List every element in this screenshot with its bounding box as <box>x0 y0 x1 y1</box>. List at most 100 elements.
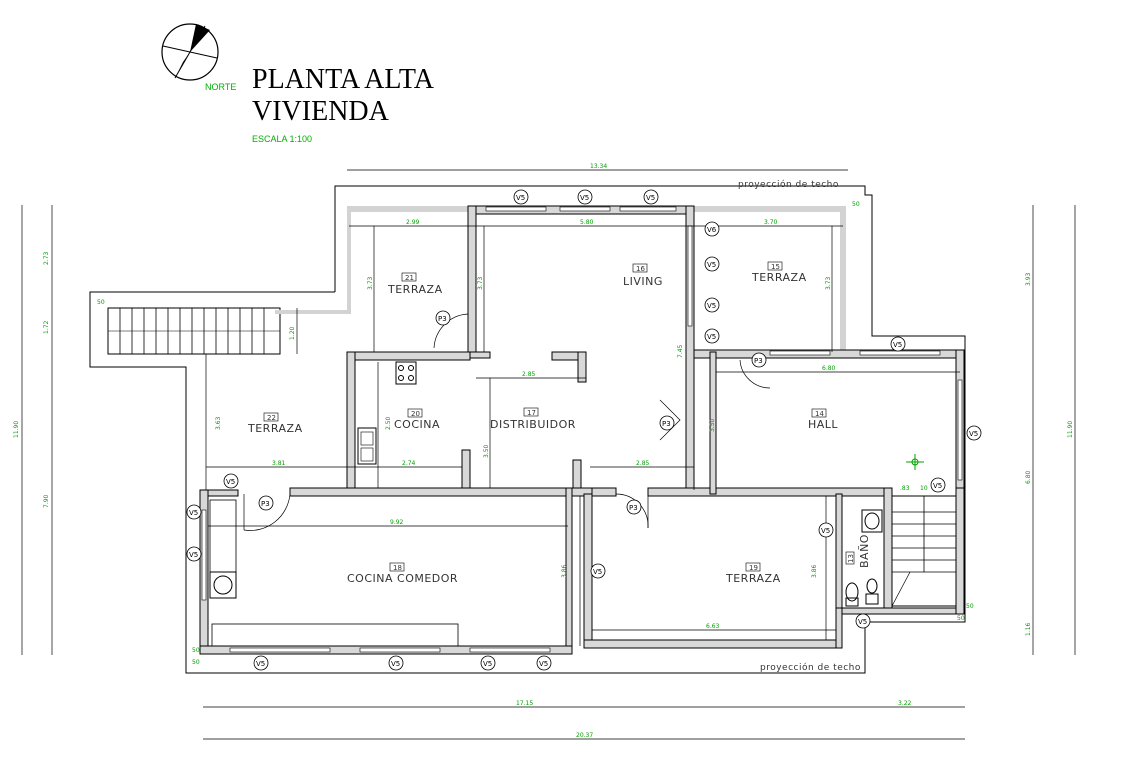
room-number: 15 <box>771 263 780 271</box>
roof-projection-label-top: proyección de techo <box>738 179 839 190</box>
tag-v5: V5 <box>580 194 589 202</box>
walls <box>199 205 965 655</box>
dim-bottom-left-offset-2: 50 <box>192 659 200 666</box>
tag-v5: V5 <box>189 509 198 517</box>
water-heater-icon <box>209 571 237 599</box>
parapet <box>686 206 846 212</box>
stairs-right <box>891 495 957 607</box>
dim-cocina-width: 2.74 <box>402 460 416 467</box>
doors <box>243 313 771 531</box>
dim-terraza-21-depth: 3.73 <box>367 276 374 290</box>
tag-v5: V5 <box>858 618 867 626</box>
room-label-terraza-19: TERRAZA <box>725 572 781 585</box>
room-label-distribuidor: DISTRIBUIDOR <box>490 418 576 431</box>
room-label-hall: HALL <box>808 418 838 431</box>
room-label-bano: BAÑO <box>858 534 871 568</box>
dim-living-depth: 3.73 <box>477 276 484 290</box>
room-label-cocina-comedor: COCINA COMEDOR <box>347 572 458 585</box>
tag-v5: V5 <box>893 341 902 349</box>
dim-right-393: 3.93 <box>1025 272 1032 286</box>
roof-projection-outline <box>89 185 966 674</box>
dim-hall-width: 6.80 <box>822 365 836 372</box>
dim-terraza-15-depth: 3.73 <box>825 276 832 290</box>
tag-v5: V5 <box>516 194 525 202</box>
room-number: 17 <box>527 409 536 417</box>
dim-bottom-left-offset: 50 <box>192 647 200 654</box>
room-number-boxes <box>263 261 855 572</box>
tag-v5: V5 <box>483 660 492 668</box>
dim-right-680: 6.80 <box>1025 470 1032 484</box>
dim-right-1190: 11.90 <box>1067 421 1074 438</box>
dim-bottom-main: 17.15 <box>516 700 533 707</box>
dim-terraza-19-depth: 3.86 <box>811 564 818 578</box>
tag-v5: V5 <box>256 660 265 668</box>
dim-cocina-comedor-depth: 3.86 <box>561 564 568 578</box>
dim-cocina-depth: 2.50 <box>385 416 392 430</box>
stove-icon <box>395 361 417 385</box>
dim-distribuidor-width: 2.85 <box>522 371 536 378</box>
tag-v5: V5 <box>707 261 716 269</box>
dim-terraza-22-width: 3.81 <box>272 460 286 467</box>
tag-v5: V5 <box>226 478 235 486</box>
dim-top-right-offset: 50 <box>852 201 860 208</box>
room-number: 20 <box>411 410 420 418</box>
dim-cocina-comedor-width: 9.92 <box>390 519 404 526</box>
room-number: 13 <box>847 554 855 563</box>
dim-bottom-right: 3.22 <box>898 700 912 707</box>
room-number: 16 <box>636 265 645 273</box>
dim-distribuidor-depth: 3.50 <box>483 444 490 458</box>
stairs-upper-left <box>107 307 281 355</box>
dim-left-172: 1.72 <box>43 320 50 334</box>
north-arrow-icon <box>161 23 219 81</box>
tag-p3: P3 <box>438 315 447 323</box>
dim-left-1190: 11.90 <box>13 421 20 438</box>
tag-v5: V5 <box>646 194 655 202</box>
dim-hall-left-width: 2.85 <box>636 460 650 467</box>
room-number: 18 <box>393 564 402 572</box>
dim-bottom-overall: 20.37 <box>576 732 593 739</box>
room-number: 21 <box>405 274 414 282</box>
dim-living-full-depth: 7.45 <box>677 344 684 358</box>
parapet <box>840 206 846 354</box>
dim-bottom-right-offset-2: 50 <box>957 615 965 622</box>
room-label-terraza-15: TERRAZA <box>751 271 807 284</box>
room-number: 14 <box>815 410 824 418</box>
counter <box>209 499 237 573</box>
dim-bottom-right-offset: 50 <box>966 603 974 610</box>
dim-right-116: 1.16 <box>1025 622 1032 636</box>
tag-p3: P3 <box>261 500 270 508</box>
dim-terraza-21-width: 2.99 <box>406 219 420 226</box>
room-label-terraza-21: TERRAZA <box>387 283 443 296</box>
tag-v5: V5 <box>189 551 198 559</box>
tag-v6: V6 <box>707 226 717 234</box>
dim-terraza-22-depth: 3.63 <box>215 416 222 430</box>
plan-title: PLANTA ALTA <box>252 64 435 95</box>
dim-terraza-15-width: 3.70 <box>764 219 778 226</box>
dim-terraza-19-width: 6.63 <box>706 623 720 630</box>
tag-v5: V5 <box>391 660 400 668</box>
dim-living-width: 5.80 <box>580 219 594 226</box>
parapet <box>275 310 351 314</box>
windows <box>201 206 963 653</box>
dim-hall-depth: 3.50 <box>709 418 716 432</box>
opening-tags <box>186 189 982 671</box>
dimension-lines <box>21 169 1076 740</box>
tag-v5: V5 <box>539 660 548 668</box>
dim-hall-small: .83 <box>900 485 910 492</box>
tag-v5: V5 <box>593 568 602 576</box>
room-label-terraza-22: TERRAZA <box>247 422 303 435</box>
level-marker-icon <box>906 454 924 470</box>
roof-projection-label-bottom: proyección de techo <box>760 662 861 673</box>
plan-subtitle: VIVIENDA <box>252 96 390 127</box>
tag-p3: P3 <box>662 420 671 428</box>
opening-tag-labels: V5 V5 V5 V6 V5 V5 V5 V5 V5 V5 P3 P3 P3 V… <box>189 194 978 668</box>
scale-label: ESCALA 1:100 <box>252 134 312 144</box>
room-label-cocina: COCINA <box>394 418 440 431</box>
tag-v5: V5 <box>821 527 830 535</box>
parapet <box>347 206 351 310</box>
toilet-icon <box>845 578 879 607</box>
tag-p3: P3 <box>754 357 763 365</box>
tag-v5: V5 <box>707 333 716 341</box>
dim-overall-top: 13.34 <box>590 163 607 170</box>
